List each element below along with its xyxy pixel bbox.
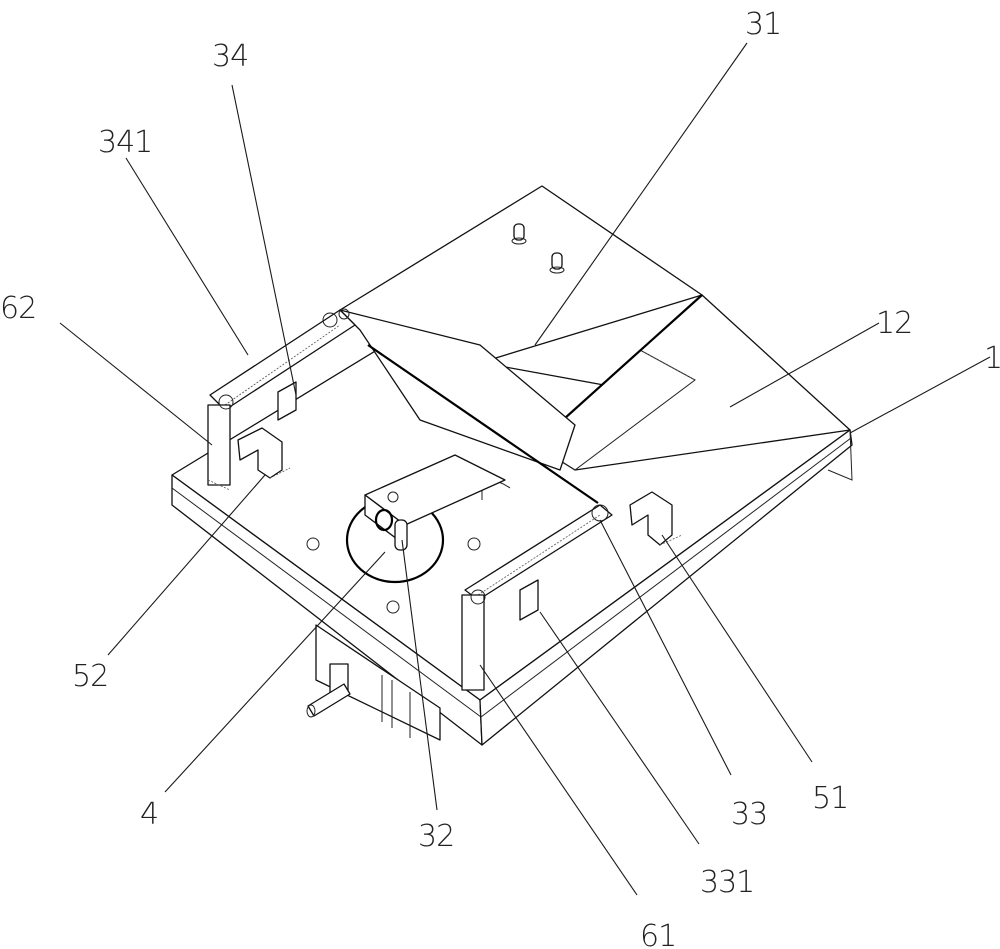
base-plate-right-face: [479, 429, 853, 746]
block-341: [277, 381, 297, 421]
callout-12: 12: [876, 306, 912, 341]
locating-pin: [511, 223, 527, 245]
leader-32: [401, 539, 438, 811]
screw: [306, 537, 320, 551]
leader-52: [107, 474, 266, 656]
leader-34: [231, 84, 297, 396]
callout-341: 341: [98, 125, 152, 160]
screws: [306, 537, 481, 614]
callout-labels: 34 341 62 31 12 1 52 4 32 33 51 331 61: [0, 7, 1000, 949]
base-edge-line: [171, 487, 482, 718]
clamp-nut: [218, 394, 234, 410]
crossbar-31: [339, 309, 576, 471]
callout-51: 51: [812, 781, 848, 816]
callout-1: 1: [984, 341, 1000, 376]
clamp-nut: [470, 589, 486, 605]
motor-shaft: [307, 683, 351, 717]
leader-61: [479, 664, 638, 896]
clamp-arm-34: [207, 308, 356, 491]
clamp-post-62-hatch: [207, 479, 231, 491]
crossbar-edge: [367, 344, 599, 504]
arm-pivot-post: [394, 519, 408, 551]
clamp-nut: [322, 312, 338, 328]
clamp-nut: [338, 308, 350, 320]
leader-12: [729, 322, 880, 408]
leader-4: [164, 551, 386, 793]
callout-4: 4: [140, 797, 158, 832]
clamp-arm-33: [461, 491, 683, 691]
clamp-post-61: [461, 594, 485, 691]
screw: [386, 600, 400, 614]
base-edge-line-2: [480, 437, 852, 718]
bracket-52-hatch: [269, 467, 291, 479]
callout-32: 32: [418, 819, 454, 854]
callout-61: 61: [640, 919, 676, 949]
arm-pivot-knob: [374, 508, 394, 532]
callout-31: 31: [745, 7, 781, 42]
motor-shaft-end: [306, 704, 316, 718]
callout-33: 33: [731, 797, 767, 832]
leader-31: [534, 42, 748, 346]
leader-33: [599, 519, 732, 776]
screw: [467, 537, 481, 551]
callout-34: 34: [212, 39, 248, 74]
motor-body: [315, 624, 441, 741]
block-331: [519, 579, 539, 621]
callout-62: 62: [0, 291, 36, 326]
upper-platform: [339, 185, 851, 504]
leader-lines: [59, 42, 991, 896]
rotating-assembly: [345, 454, 511, 584]
leader-331: [539, 611, 700, 845]
callout-331: 331: [700, 865, 754, 900]
locating-pin: [549, 252, 565, 274]
bracket-51-hatch: [659, 534, 683, 546]
base-side-flange: [827, 429, 853, 481]
clamp-arm-34-hatch: [224, 324, 341, 406]
leader-1: [849, 356, 991, 434]
leader-51: [661, 534, 813, 763]
leader-341: [125, 157, 249, 356]
arm-hole: [387, 491, 399, 503]
leader-62: [59, 322, 213, 446]
callout-52: 52: [72, 659, 108, 694]
motor: [306, 624, 441, 741]
